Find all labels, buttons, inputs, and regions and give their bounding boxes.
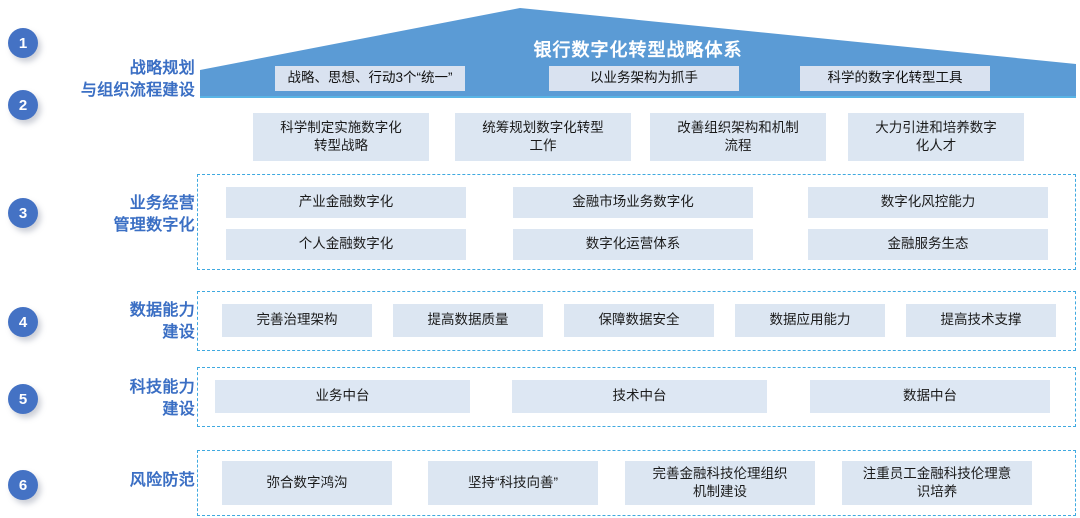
row-badge-5[interactable]: 5 xyxy=(8,384,38,414)
banner-chip-1[interactable]: 战略、思想、行动3个“统一” xyxy=(275,66,465,91)
row3-item-2[interactable]: 提高数据质量 xyxy=(393,304,543,337)
row3-group-container xyxy=(197,291,1076,351)
rail-label-strategy-planning: 战略规划 与组织流程建设 xyxy=(80,60,195,99)
row2-item-1[interactable]: 产业金融数字化 xyxy=(226,187,466,218)
row-badge-1[interactable]: 1 xyxy=(8,28,38,58)
rail-label-tech-capability: 科技能力 建设 xyxy=(129,379,195,418)
banner-chip-2[interactable]: 以业务架构为抓手 xyxy=(549,66,739,91)
banner-underline xyxy=(200,96,1076,98)
row4-item-1[interactable]: 业务中台 xyxy=(215,380,470,413)
row-badge-4[interactable]: 4 xyxy=(8,307,38,337)
row4-item-2[interactable]: 技术中台 xyxy=(512,380,767,413)
banner-chip-3[interactable]: 科学的数字化转型工具 xyxy=(800,66,990,91)
row2-item-3[interactable]: 数字化风控能力 xyxy=(808,187,1048,218)
row3-item-4[interactable]: 数据应用能力 xyxy=(735,304,885,337)
row2-item-4[interactable]: 个人金融数字化 xyxy=(226,229,466,260)
row2-item-6[interactable]: 金融服务生态 xyxy=(808,229,1048,260)
row5-item-2[interactable]: 坚持“科技向善” xyxy=(428,461,598,505)
row1-item-3[interactable]: 改善组织架构和机制 流程 xyxy=(650,113,826,161)
banner-title: 银行数字化转型战略体系 xyxy=(533,40,743,60)
row5-group-container xyxy=(197,450,1076,516)
row1-item-4[interactable]: 大力引进和培养数字 化人才 xyxy=(848,113,1024,161)
rail-label-business-operations: 业务经营 管理数字化 xyxy=(113,195,195,234)
row-badge-6[interactable]: 6 xyxy=(8,470,38,500)
rail-label-risk-prevention: 风险防范 xyxy=(129,472,195,489)
row-badge-3[interactable]: 3 xyxy=(8,198,38,228)
row1-item-2[interactable]: 统筹规划数字化转型 工作 xyxy=(455,113,631,161)
row5-item-4[interactable]: 注重员工金融科技伦理意 识培养 xyxy=(842,461,1032,505)
row3-item-5[interactable]: 提高技术支撑 xyxy=(906,304,1056,337)
row3-item-1[interactable]: 完善治理架构 xyxy=(222,304,372,337)
row5-item-3[interactable]: 完善金融科技伦理组织 机制建设 xyxy=(625,461,815,505)
row2-item-5[interactable]: 数字化运营体系 xyxy=(513,229,753,260)
row-badge-2[interactable]: 2 xyxy=(8,90,38,120)
row4-group-container xyxy=(197,367,1076,427)
row2-item-2[interactable]: 金融市场业务数字化 xyxy=(513,187,753,218)
row2-group-container xyxy=(197,174,1076,270)
rail-label-data-capability: 数据能力 建设 xyxy=(129,302,195,341)
row3-item-3[interactable]: 保障数据安全 xyxy=(564,304,714,337)
row4-item-3[interactable]: 数据中台 xyxy=(810,380,1050,413)
row5-item-1[interactable]: 弥合数字鸿沟 xyxy=(222,461,392,505)
row1-item-1[interactable]: 科学制定实施数字化 转型战略 xyxy=(253,113,429,161)
